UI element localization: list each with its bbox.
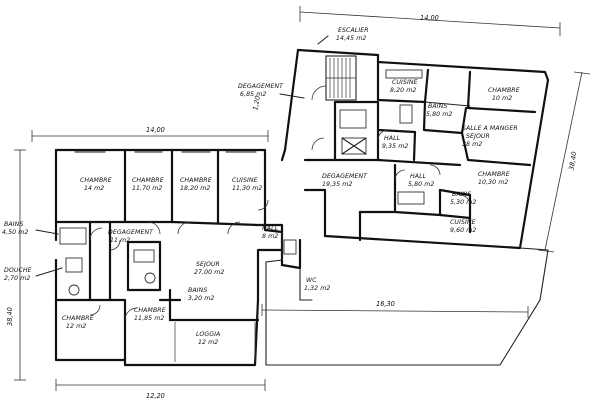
room-chambre-2-area: 11,70 m2 <box>132 185 162 192</box>
room-cuisine-area: 8,20 m2 <box>390 87 416 94</box>
room-douche-area: 2,70 m2 <box>4 275 30 282</box>
room-bains-l-area: 4,50 m2 <box>2 229 28 236</box>
dimension-labels: 14,00 14,00 38,40 38,40 16,30 12,20 1,20 <box>6 14 578 400</box>
room-cuisine-r-name: CUISINE <box>450 219 476 226</box>
room-hall-r-area: 5,80 m2 <box>408 181 434 188</box>
dim-left-side: 38,40 <box>6 307 14 326</box>
room-degagement-l-area: 11 m2 <box>110 237 130 244</box>
room-loggia-name: LOGGIA <box>196 331 220 338</box>
room-cuisine-name: CUISINE <box>392 79 418 86</box>
dim-bottom-left: 12,20 <box>146 392 165 400</box>
room-chambre-r-name: CHAMBRE <box>478 171 510 178</box>
dim-top-right: 14,00 <box>420 14 439 22</box>
room-douche-name: DOUCHE <box>4 267 32 274</box>
room-chambre-3-area: 18,20 m2 <box>180 185 210 192</box>
room-chambre-r-area: 10,30 m2 <box>478 179 508 186</box>
room-degagement-l-name: DEGAGEMENT <box>108 229 154 236</box>
room-bains-r-name: BAINS <box>452 191 471 198</box>
dim-stair-note: 1,20 <box>251 95 261 111</box>
dim-right-side: 38,40 <box>567 151 578 171</box>
room-bains-l-name: BAINS <box>4 221 23 228</box>
room-sejour-area: 27,00 m2 <box>194 269 224 276</box>
room-sam-name: SALLE A MANGER <box>462 125 518 132</box>
room-hall-top-name: HALL <box>384 135 401 142</box>
room-cuisine-l-area: 11,30 m2 <box>232 185 262 192</box>
room-hall-small-area: 8 m2 <box>262 233 278 240</box>
room-bains-top-area: 5,80 m2 <box>426 111 452 118</box>
room-chambre-tr-area: 10 m2 <box>492 95 512 102</box>
room-bains-lower-name: BAINS <box>188 287 207 294</box>
right-block-walls <box>280 48 550 250</box>
room-loggia-area: 12 m2 <box>198 339 218 346</box>
room-chambre-1-area: 14 m2 <box>84 185 104 192</box>
room-sejour-name: SEJOUR <box>196 261 220 268</box>
room-wc-area: 1,32 m2 <box>304 285 330 292</box>
room-degagement-top-name: DEGAGEMENT <box>238 83 284 90</box>
room-cuisine-r-area: 9,60 m2 <box>450 227 476 234</box>
room-chambre-tr-name: CHAMBRE <box>488 87 520 94</box>
room-cuisine-l-name: CUISINE <box>232 177 258 184</box>
room-bains-lower-area: 3,20 m2 <box>188 295 214 302</box>
room-chambre-lower-area: 11,85 m2 <box>134 315 164 322</box>
room-hall-small-name: HALL <box>262 225 279 232</box>
room-labels: ESCALIER 14,45 m2 DEGAGEMENT 6,85 m2 CUI… <box>2 27 520 346</box>
room-chambre-ll-area: 12 m2 <box>66 323 86 330</box>
room-hall-r-name: HALL <box>410 173 427 180</box>
room-chambre-2-name: CHAMBRE <box>132 177 164 184</box>
room-sam-area: SEJOUR <box>466 133 490 140</box>
left-block-walls <box>54 148 302 367</box>
room-chambre-lower-name: CHAMBRE <box>134 307 166 314</box>
room-degagement-top-area: 6,85 m2 <box>240 91 266 98</box>
dim-left-upper: 14,00 <box>146 126 165 134</box>
leader-lines <box>35 35 329 277</box>
room-chambre-ll-name: CHAMBRE <box>62 315 94 322</box>
room-wc-name: WC <box>306 277 317 284</box>
room-degagement-mid-area: 19,35 m2 <box>322 181 352 188</box>
room-chambre-3-name: CHAMBRE <box>180 177 212 184</box>
dim-bottom-middle: 16,30 <box>376 300 395 308</box>
room-escalier-name: ESCALIER <box>338 27 369 34</box>
room-sam-extra: 38 m2 <box>462 141 482 148</box>
room-bains-r-area: 5,30 m2 <box>450 199 476 206</box>
room-chambre-1-name: CHAMBRE <box>80 177 112 184</box>
site-boundary <box>265 231 549 366</box>
room-escalier-area: 14,45 m2 <box>336 35 366 42</box>
room-degagement-mid-name: DEGAGEMENT <box>322 173 368 180</box>
room-bains-top-name: BAINS <box>428 103 447 110</box>
room-hall-top-area: 9,35 m2 <box>382 143 408 150</box>
dimension-lines <box>14 6 591 391</box>
